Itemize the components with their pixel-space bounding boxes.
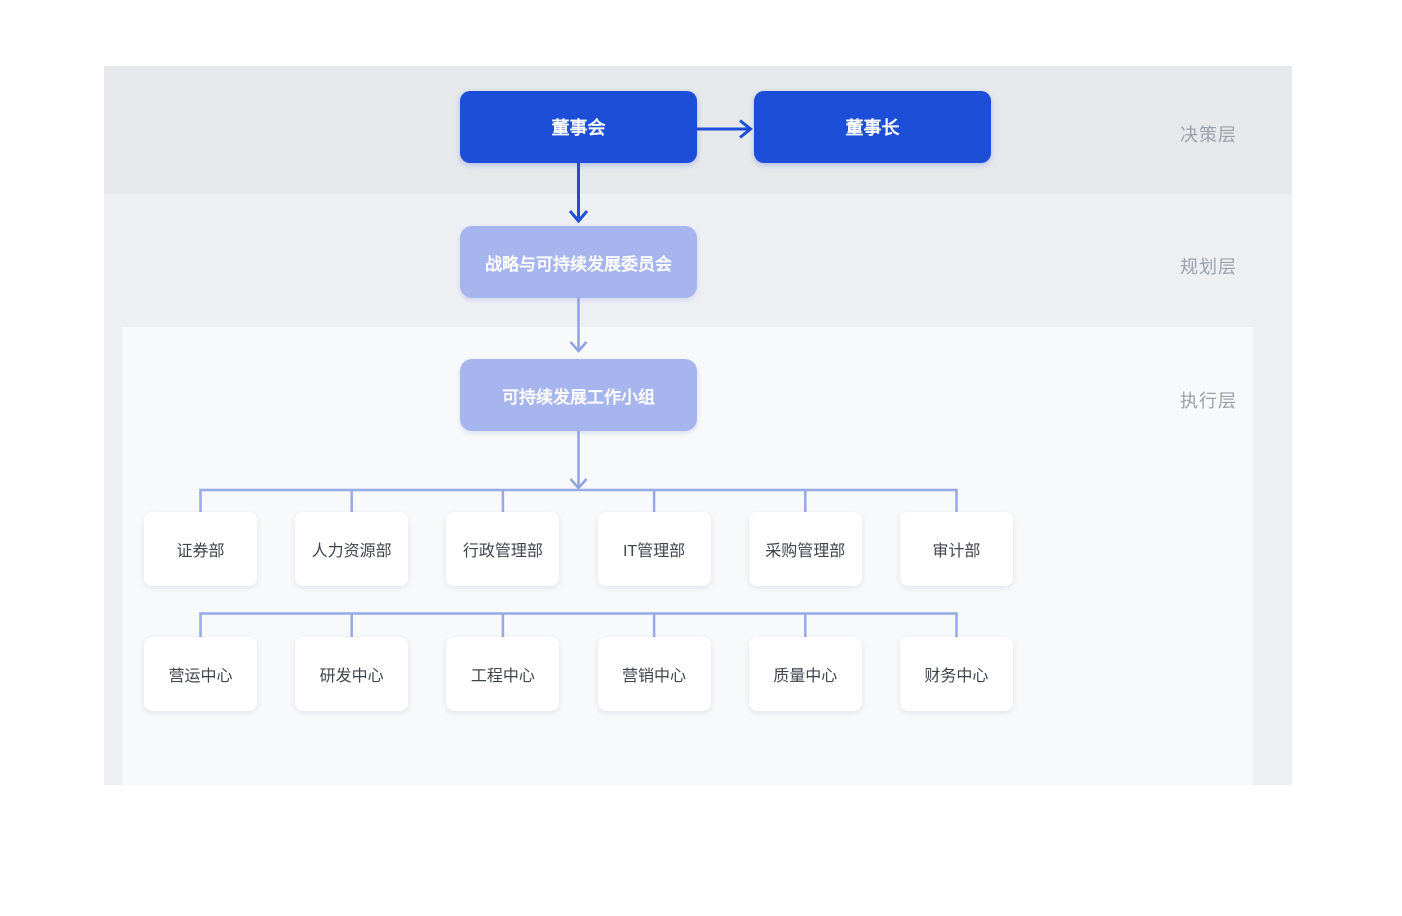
dept-label: 证券部 [176, 543, 225, 560]
center-rnd: 研发中心 [295, 637, 409, 711]
dept-label: 研发中心 [319, 668, 384, 685]
layer-label-decision: 决策层 [1180, 125, 1237, 145]
dept-audit: 审计部 [899, 512, 1013, 586]
department-row-1: 证券部 人力资源部 行政管理部 IT管理部 采购管理部 审计部 [144, 512, 1013, 586]
dept-securities: 证券部 [144, 512, 257, 586]
dept-label: 审计部 [932, 543, 981, 560]
dept-label: 采购管理部 [765, 543, 846, 560]
layer-label-execution: 执行层 [1180, 391, 1237, 411]
node-workgroup-label: 可持续发展工作小组 [502, 387, 655, 407]
dept-label: 行政管理部 [462, 543, 543, 560]
dept-human-resources: 人力资源部 [295, 512, 409, 586]
dept-label: 工程中心 [470, 668, 535, 685]
center-engineering: 工程中心 [446, 637, 560, 711]
node-workgroup: 可持续发展工作小组 [460, 359, 697, 431]
dept-label: 营运中心 [168, 668, 233, 685]
dept-administration: 行政管理部 [446, 512, 560, 586]
node-chairman-label: 董事长 [845, 118, 900, 138]
center-operations: 营运中心 [144, 637, 257, 711]
dept-label: 营销中心 [622, 668, 687, 685]
layer-label-planning: 规划层 [1180, 257, 1237, 277]
node-committee: 战略与可持续发展委员会 [460, 226, 697, 298]
node-chairman: 董事长 [754, 91, 991, 163]
center-marketing: 营销中心 [597, 637, 711, 711]
dept-it-management: IT管理部 [597, 512, 711, 586]
node-board-label: 董事会 [551, 118, 606, 138]
dept-label: 财务中心 [924, 668, 989, 685]
center-finance: 财务中心 [899, 637, 1013, 711]
dept-label: 人力资源部 [311, 543, 392, 560]
center-quality: 质量中心 [748, 637, 862, 711]
node-board: 董事会 [460, 91, 697, 163]
dept-label: IT管理部 [622, 543, 686, 560]
dept-procurement: 采购管理部 [748, 512, 862, 586]
node-committee-label: 战略与可持续发展委员会 [485, 254, 672, 274]
dept-label: 质量中心 [773, 668, 838, 685]
department-row-2: 营运中心 研发中心 工程中心 营销中心 质量中心 财务中心 [144, 637, 1013, 711]
